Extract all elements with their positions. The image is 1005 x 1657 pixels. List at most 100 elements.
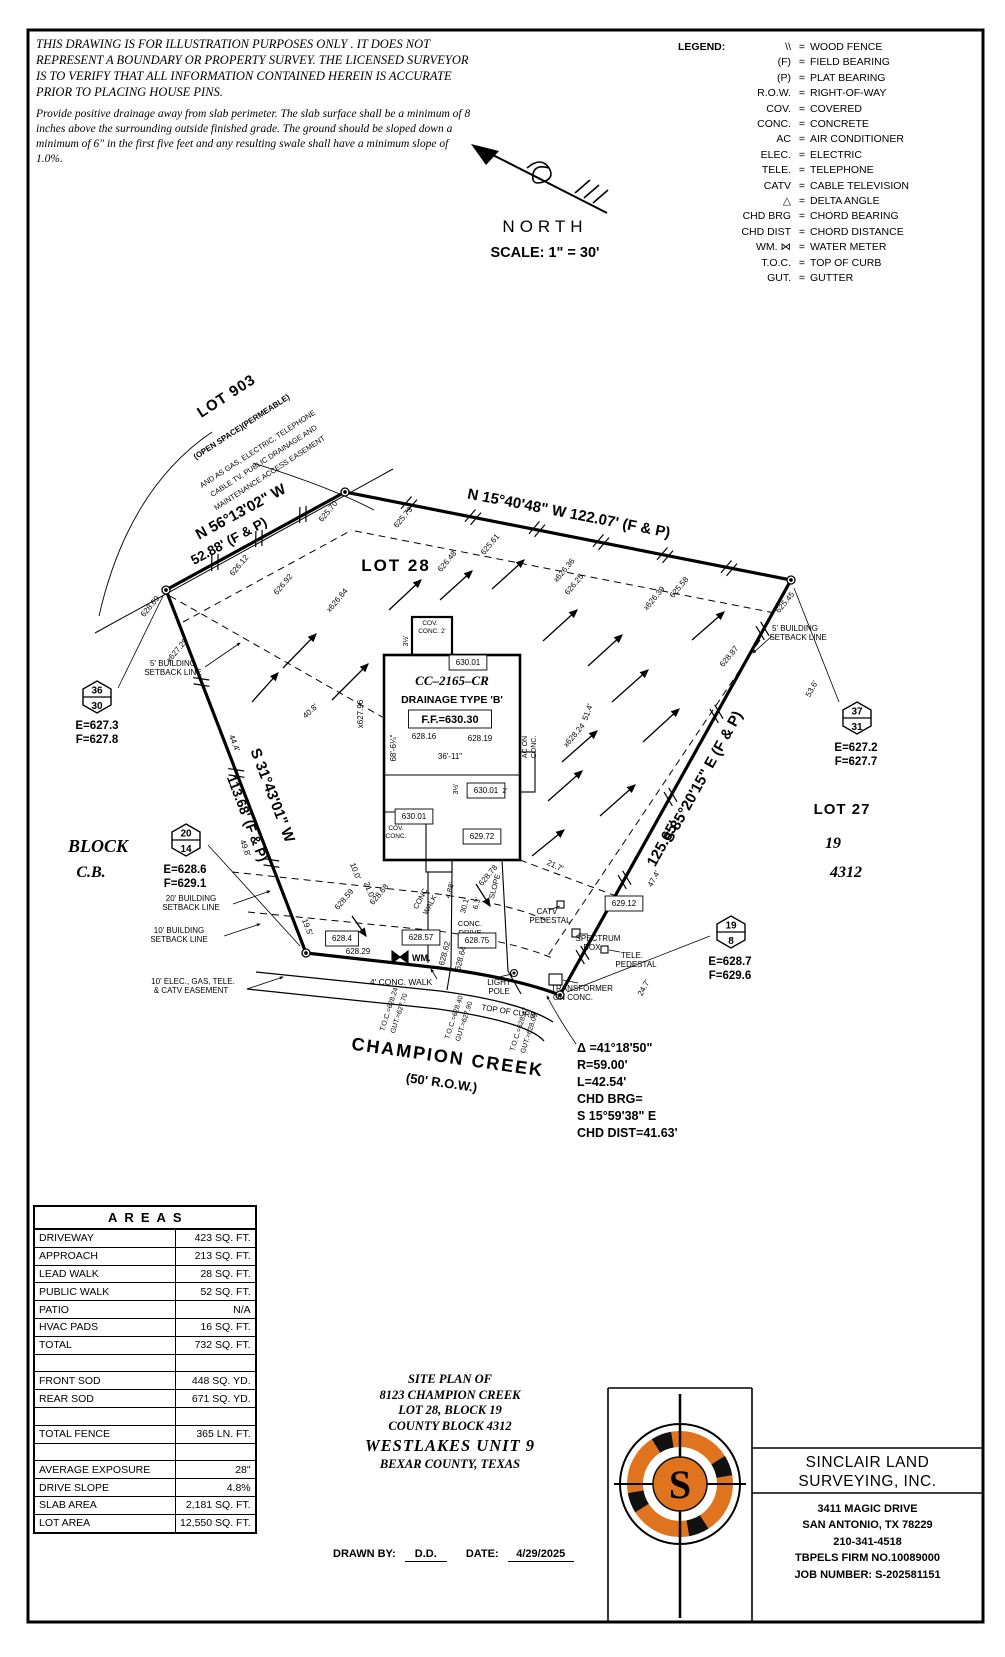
plan-label: 10.0' [348, 862, 363, 882]
svg-text:36: 36 [91, 686, 103, 697]
setback-lines [169, 529, 776, 959]
transformer-icon [548, 973, 563, 986]
sinclair-logo: S [614, 1394, 746, 1618]
areas-row [33, 1353, 257, 1373]
plan-label: 36'-11" [438, 752, 462, 761]
plan-label: SPECTRUM [576, 934, 621, 943]
plan-label: 628.16 [412, 732, 437, 741]
plan-label: CONC. [458, 919, 482, 928]
plan-label: 628.29 [346, 947, 371, 956]
plan-label: 625.61 [479, 532, 502, 557]
water-meter-icon [391, 949, 401, 965]
plan-label: COV. [422, 620, 437, 627]
catv-pedestal-icon [556, 900, 565, 909]
date-value: 4/29/2025 [507, 1548, 574, 1562]
firm-address-2: SAN ANTONIO, TX 78229 [802, 1519, 933, 1532]
plan-label: & CATV EASEMENT [154, 986, 229, 995]
plan-label-box [401, 929, 441, 946]
plan-label: R=59.00' [577, 1058, 628, 1072]
plan-label: F=627.7 [835, 756, 878, 768]
plan-label: 2' [502, 788, 507, 795]
legend-item: AC=AIR CONDITIONER [776, 133, 904, 146]
firm-name-line-1: SINCLAIR LAND [805, 1454, 930, 1471]
plan-label: 626.12 [228, 553, 251, 578]
plan-label: CONC. 2' [418, 628, 446, 635]
plan-label: SETBACK LINE [162, 903, 219, 912]
legend-item: GUT.=GUTTER [767, 272, 854, 285]
plan-label: LOT 27 [814, 801, 871, 818]
legend-item: △=DELTA ANGLE [782, 195, 880, 208]
plan-label: Δ =41°18'50" [577, 1041, 652, 1055]
curb-line [246, 988, 545, 1042]
title-line-2: 8123 CHAMPION CREEK [379, 1387, 521, 1402]
ac-pad [519, 751, 536, 793]
plan-label: 21.7' [545, 858, 565, 874]
title-block-lines [607, 1387, 983, 1622]
plan-label-box [394, 808, 434, 825]
svg-text:31: 31 [851, 722, 863, 733]
plan-label: CATV [537, 907, 558, 916]
corner-pins [161, 487, 796, 1000]
svg-text:37: 37 [851, 707, 863, 718]
plan-label: 53.6' [804, 679, 820, 699]
plan-label: 40.8' [301, 702, 320, 720]
plan-label: ON CONC. [553, 993, 593, 1002]
water-meter-icon [399, 949, 409, 965]
plan-label: LIGHT [487, 978, 511, 987]
plan-label: 3½' [402, 635, 410, 646]
title-line-5: WESTLAKES UNIT 9 [364, 1435, 536, 1455]
leader-lines [117, 587, 840, 1045]
plan-label: x626.39 [641, 584, 667, 612]
firm-name: SINCLAIR LAND SURVEYING, INC. [752, 1448, 983, 1495]
plan-label: 628.75 [465, 936, 490, 945]
plan-label: LOT 28 [361, 556, 431, 575]
plan-label: 19 [825, 835, 841, 852]
plan-label: SETBACK LINE [769, 633, 826, 642]
plan-linework [94, 431, 840, 1045]
plan-label: 628.19 [468, 734, 493, 743]
plan-label: BOX [584, 943, 602, 952]
legend-item: CHD DIST=CHORD DISTANCE [741, 225, 904, 238]
plan-label: TRANSFORMER [551, 984, 613, 993]
plan-label: F.F.=630.30 [421, 714, 478, 726]
plan-label: E=628.6 [163, 864, 206, 876]
plan-label: 628.57 [409, 933, 434, 942]
areas-row [33, 1406, 257, 1426]
plan-label: x626.64 [324, 586, 350, 614]
plan-label: CHD DIST=41.63' [577, 1126, 678, 1140]
plan-label: 628.59 [333, 887, 356, 912]
plan-label: AC ON [522, 736, 529, 758]
plan-label: 630.01 [402, 812, 427, 821]
plan-label: 4' CONC. WALK [370, 977, 433, 987]
plan-label: 630.01 [456, 658, 481, 667]
disclaimer-drainage-note: Provide positive drainage away from slab… [36, 108, 471, 165]
svg-text:14: 14 [180, 844, 192, 855]
plan-label: 626.25 [563, 572, 586, 597]
plan-label: SETBACK LINE [144, 668, 201, 677]
legend-item: CONC.=CONCRETE [757, 118, 869, 131]
legend-item: CATV=CABLE TELEVISION [763, 179, 910, 192]
plan-label: PEDESTAL [529, 916, 571, 925]
svg-text:8: 8 [728, 936, 734, 947]
plan-label: 3½' [452, 783, 460, 794]
light-pole-icon [509, 968, 519, 978]
plan-label: TELE. [621, 951, 643, 960]
plan-label: 24.7' [636, 978, 652, 998]
disclaimer: THIS DRAWING IS FOR ILLUSTRATION PURPOSE… [36, 36, 472, 167]
title-line-6: BEXAR COUNTY, TEXAS [379, 1456, 521, 1471]
plan-label: L=42.54' [577, 1075, 626, 1089]
plan-label: F=629.1 [164, 878, 207, 890]
legend-title: LEGEND: [678, 41, 726, 53]
plan-label: CHD BRG= [577, 1092, 643, 1106]
plan-label: (50' R.O.W.) [405, 1070, 478, 1095]
